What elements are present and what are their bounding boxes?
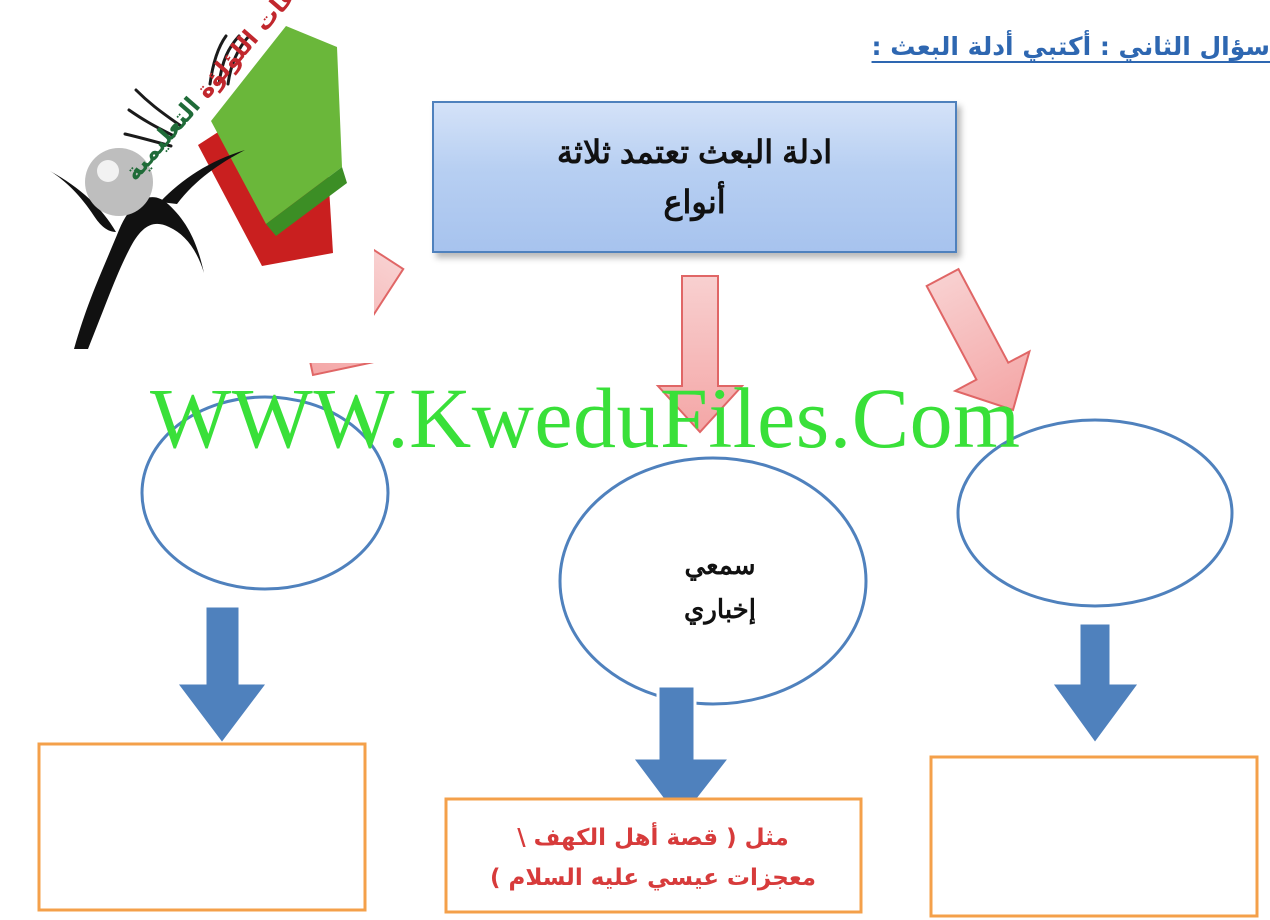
top-box-line1: ادلة البعث تعتمد ثلاثة [556,134,833,170]
top-box-line2: أنواع [663,184,726,220]
watermark: WWW.KweduFiles.Com [150,370,1021,466]
middle-circle-line1: سمعي [684,550,756,580]
top-box: ادلة البعث تعتمد ثلاثة أنواع [432,101,957,253]
middle-box-text: مثل ( قصة أهل الكهف \ معجزات عيسي عليه ا… [448,808,858,908]
left-circle [140,395,390,591]
middle-circle [558,456,868,706]
right-circle [956,418,1234,608]
right-down-arrow [1048,621,1143,747]
middle-box-line2: معجزات عيسي عليه السلام ) [489,865,817,891]
middle-pink-arrow [655,275,745,434]
left-down-arrow [172,604,272,747]
middle-bottom-box [444,797,863,914]
question-title: سؤال الثاني : أكتبي أدلة البعث : [871,32,1270,61]
middle-circle-text: سمعي إخباري [610,532,830,642]
middle-down-arrow [629,684,734,825]
left-bottom-box [37,742,367,912]
middle-circle-line2: إخباري [684,594,756,624]
right-bottom-box [929,755,1259,918]
logo-graphic [28,18,374,363]
middle-box-line1: مثل ( قصة أهل الكهف \ [517,825,789,851]
logo: مجموعات اللؤلؤة التعليمية [28,0,374,363]
right-pink-arrow [925,267,1032,412]
